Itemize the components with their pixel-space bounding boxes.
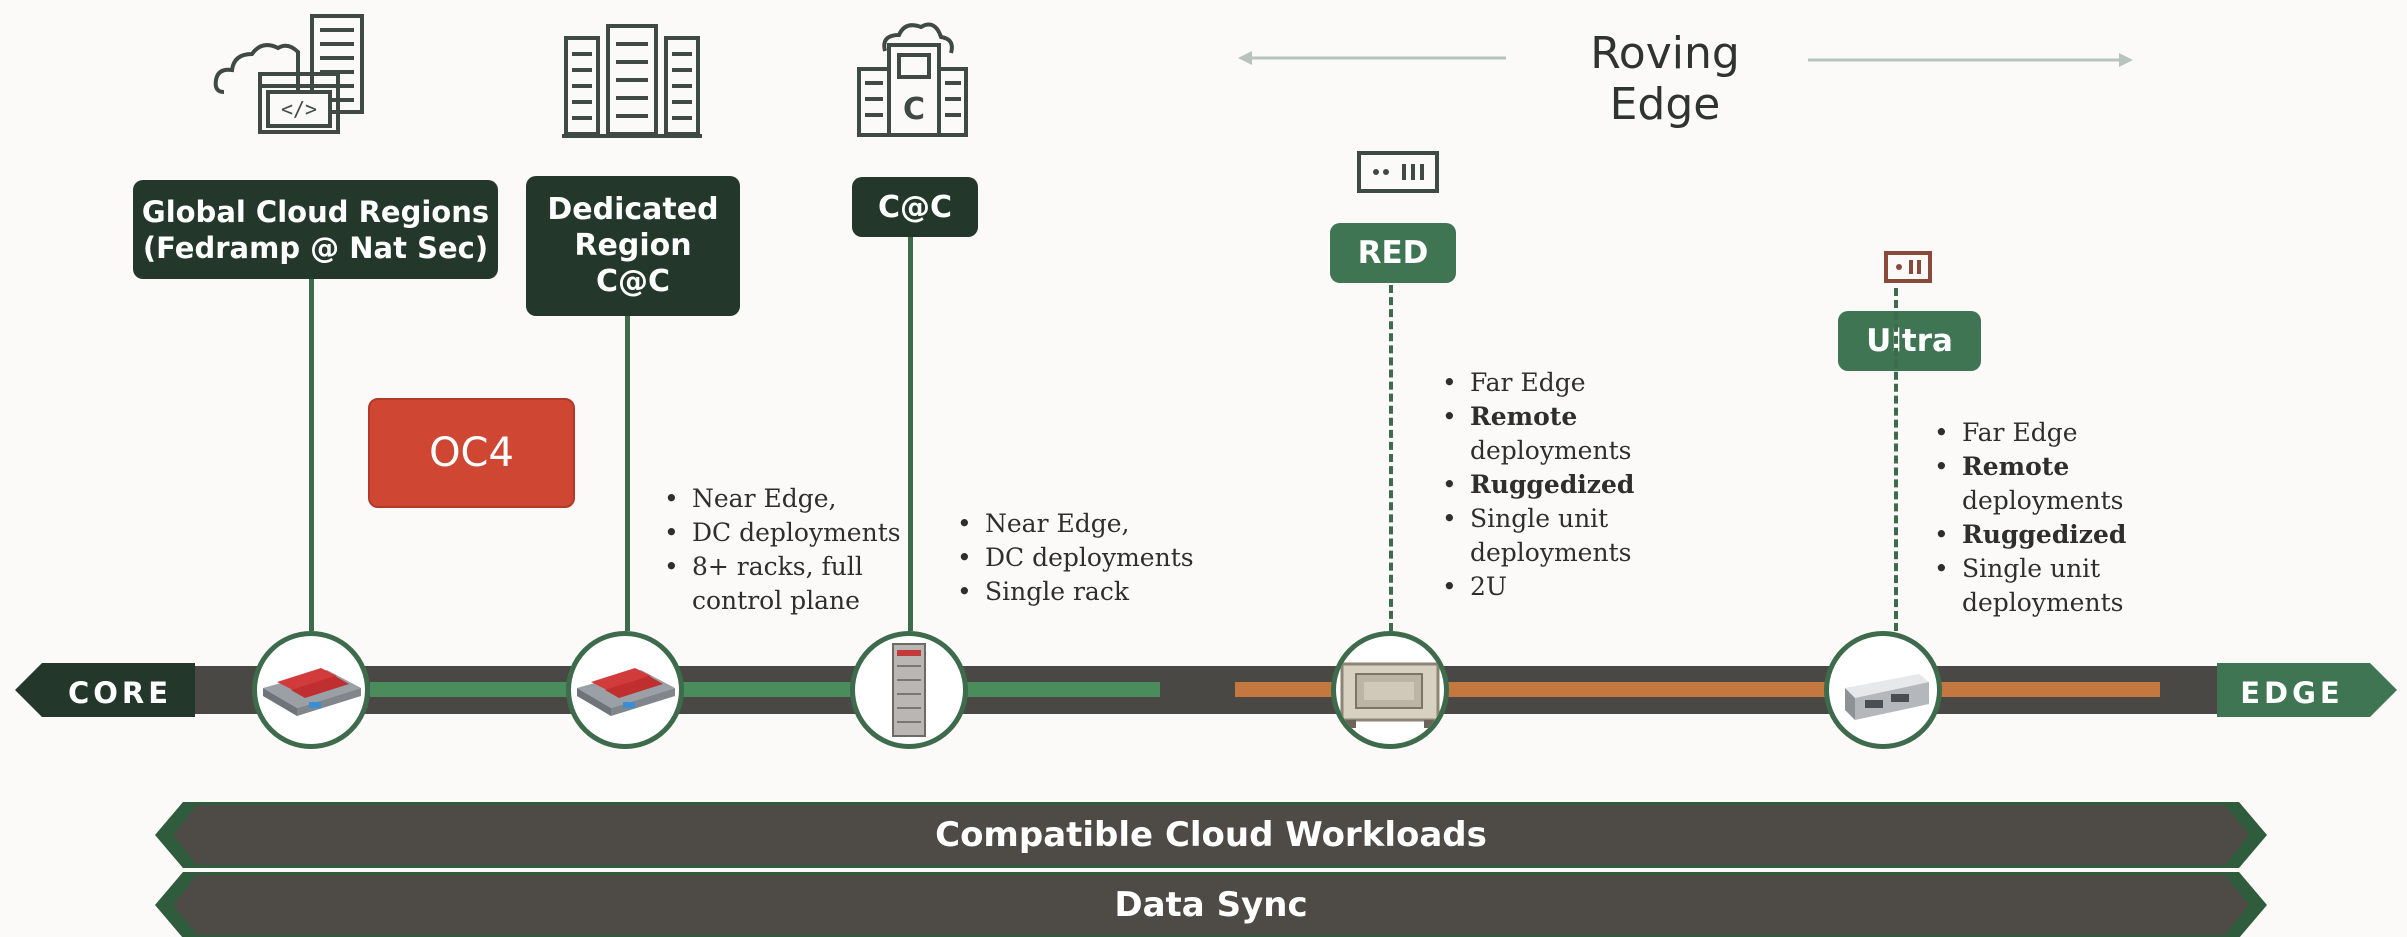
- list-item: Near Edge,: [660, 482, 901, 516]
- red-label: RED: [1330, 223, 1456, 283]
- workloads-banner-shape: [155, 802, 2267, 868]
- cloud-server-icon: </>: [213, 14, 364, 134]
- oc4-badge: OC4: [368, 398, 575, 508]
- dedicated-region-line1: Dedicated: [547, 192, 719, 227]
- list-item: 8+ racks, full: [660, 550, 901, 584]
- list-item: deployments: [1962, 588, 2124, 617]
- global-regions-hardware: [252, 631, 370, 749]
- global-regions-connector: [309, 279, 314, 631]
- core-label: CORE: [67, 676, 173, 710]
- roving-edge-right-arrow: [1808, 53, 2133, 67]
- list-item-bold: Ruggedized: [1470, 470, 1635, 499]
- cac-building-icon: C: [857, 22, 968, 137]
- core-arrow: [15, 663, 195, 717]
- list-item: Ruggedized: [1438, 468, 1634, 502]
- list-item-bold: Ruggedized: [1962, 520, 2127, 549]
- list-item: 2U: [1438, 570, 1634, 604]
- global-cloud-regions-label: Global Cloud Regions (Fedramp @ Nat Sec): [133, 180, 498, 279]
- list-item: Remote: [1930, 450, 2126, 484]
- svg-text:C: C: [903, 92, 925, 127]
- global-cloud-regions-line1: Global Cloud Regions: [141, 194, 490, 229]
- list-item: Single unit: [1438, 502, 1634, 536]
- edge-arrow: [2217, 663, 2397, 717]
- list-item: Ruggedized: [1930, 518, 2126, 552]
- dedicated-region-line3: C@C: [595, 264, 671, 299]
- sync-banner-shape: [155, 872, 2267, 937]
- ultra-hardware: [1824, 631, 1942, 749]
- oc4-label: OC4: [429, 430, 514, 476]
- roving-edge-left-arrow: [1238, 51, 1506, 65]
- ultra-label-text: Ultra: [1866, 323, 1953, 359]
- list-item-bold: Remote: [1470, 402, 1578, 431]
- red-label-text: RED: [1357, 235, 1429, 271]
- list-item: Single unit: [1930, 552, 2126, 586]
- red-hardware: [1331, 631, 1449, 749]
- svg-text:</>: </>: [281, 97, 317, 121]
- dedicated-region-label: Dedicated Region C@C: [526, 176, 740, 316]
- ultra-bullets: Far Edge Remote deployments Ruggedized S…: [1930, 416, 2126, 620]
- roving-edge-title: Roving Edge: [1590, 28, 1740, 130]
- list-item: Single rack: [953, 575, 1194, 609]
- cac-rack-hardware: [850, 631, 968, 749]
- ultra-device-icon: [1884, 251, 1932, 283]
- cac-connector: [908, 237, 913, 631]
- list-item: deployments: [1962, 486, 2124, 515]
- list-item: Near Edge,: [953, 507, 1194, 541]
- workloads-banner: Compatible Cloud Workloads: [935, 815, 1487, 855]
- list-item: DC deployments: [660, 516, 901, 550]
- dedicated-region-hardware: [566, 631, 684, 749]
- dedicated-region-line2: Region: [574, 228, 692, 263]
- list-item: DC deployments: [953, 541, 1194, 575]
- list-item-bold: Remote: [1962, 452, 2070, 481]
- red-device-icon: [1357, 151, 1439, 193]
- cac-bullets: Near Edge, DC deployments Single rack: [953, 507, 1194, 609]
- ultra-label: Ultra: [1838, 311, 1981, 371]
- sync-banner: Data Sync: [1114, 884, 1308, 925]
- cac-label: C@C: [852, 177, 978, 237]
- list-item: deployments: [1470, 538, 1632, 567]
- list-item: deployments: [1470, 436, 1632, 465]
- dedicated-bullets: Near Edge, DC deployments 8+ racks, full…: [660, 482, 901, 618]
- cac-label-text: C@C: [877, 189, 953, 225]
- red-connector: [1389, 285, 1393, 631]
- list-item: control plane: [692, 586, 860, 615]
- global-cloud-regions-line2: (Fedramp @ Nat Sec): [142, 230, 489, 265]
- datacenter-building-icon: [562, 24, 702, 138]
- list-item: Far Edge: [1438, 366, 1634, 400]
- dedicated-region-connector: [625, 316, 630, 631]
- edge-label: EDGE: [2240, 676, 2344, 710]
- red-bullets: Far Edge Remote deployments Ruggedized S…: [1438, 366, 1634, 604]
- list-item: Far Edge: [1930, 416, 2126, 450]
- list-item: Remote: [1438, 400, 1634, 434]
- ultra-connector: [1894, 288, 1898, 631]
